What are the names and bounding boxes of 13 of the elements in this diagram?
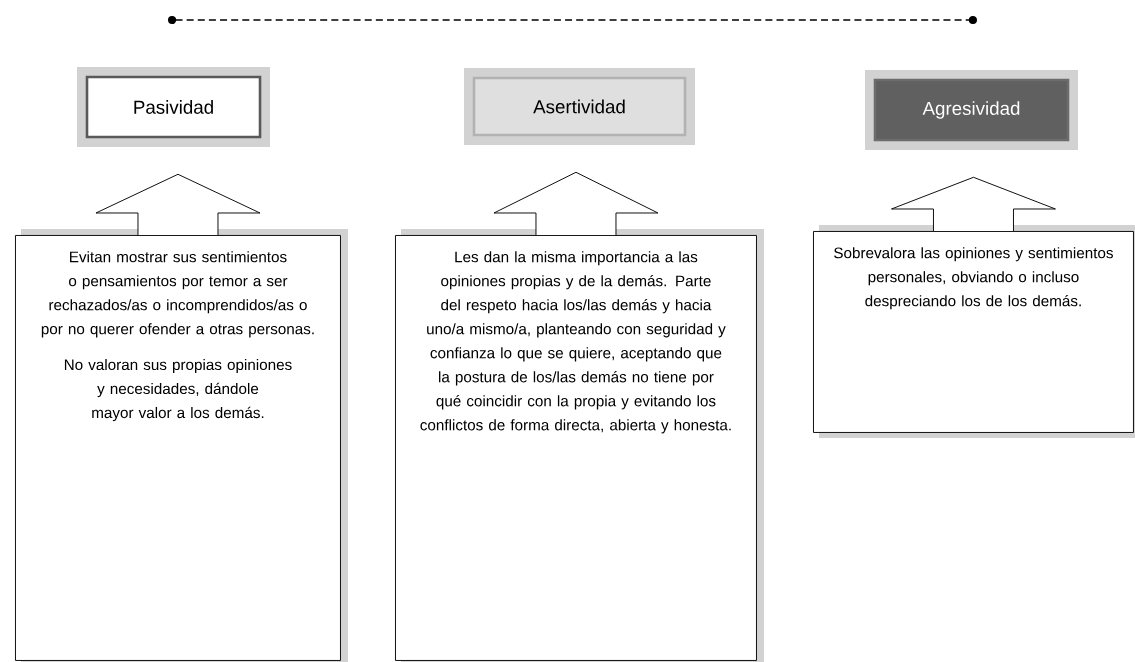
callout-box (15, 229, 348, 662)
body-text: No valoran sus propias opiniones y necesidades, dándole mayor valor a los demás. (64, 358, 292, 422)
title-box: Asertividad (464, 68, 695, 145)
block-arrow (891, 176, 1056, 232)
callout-box (395, 229, 764, 662)
title-box: Pasividad (77, 67, 270, 147)
callout-box (813, 225, 1135, 438)
block-arrow (95, 173, 261, 236)
body-text: Evitan mostrar sus sentimientos o pensamientos por temor a ser rechazados/as o incomprendidos/as o por no querer ofender a otras personas. (41, 251, 314, 338)
block-arrow (493, 171, 659, 236)
body-text: Les dan la misma importancia a las opiniones propias y de la demás. Parte del respeto hacia los/las demás y hacia uno/a mismo/a, planteando con seguridad y confianza lo que se quiere, aceptando que la postura de los/las demás no tiene por qué coincidir con la propia y evitando los conflictos de forma directa, abierta y honesta. (420, 251, 731, 434)
body-text: Sobrevalora las opiniones y sentimientos personales, obviando o incluso despreciando los de los demás. (834, 247, 1113, 310)
title-box: Agresividad (865, 70, 1078, 150)
